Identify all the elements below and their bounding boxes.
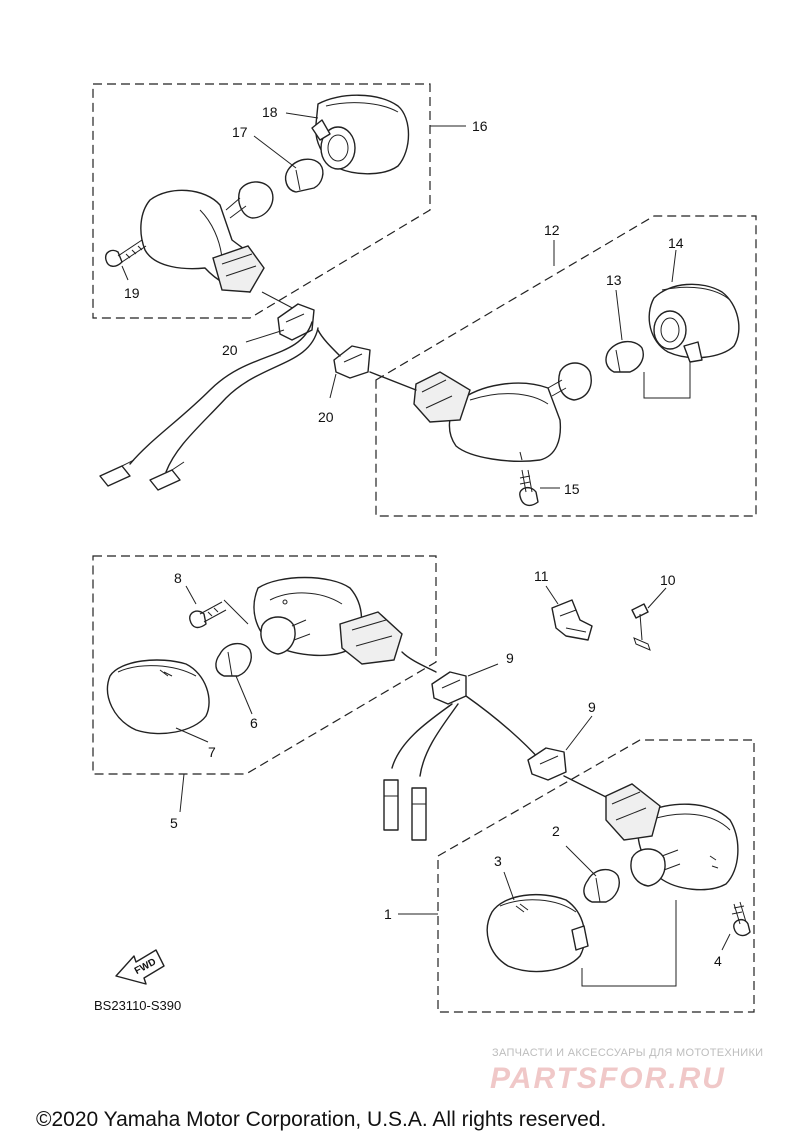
callout-18: 18 xyxy=(262,104,278,120)
screw-4 xyxy=(721,901,751,951)
clamp-11 xyxy=(545,585,593,641)
assembly-16-outline xyxy=(92,83,431,319)
callout-20a: 20 xyxy=(222,342,238,358)
lens-7 xyxy=(106,659,210,735)
screw-19 xyxy=(104,239,147,267)
callout-2: 2 xyxy=(552,823,560,839)
callout-16: 16 xyxy=(472,118,488,134)
copyright-notice: ©2020 Yamaha Motor Corporation, U.S.A. A… xyxy=(36,1108,606,1131)
signal-body-5 xyxy=(253,576,403,665)
callout-20b: 20 xyxy=(318,409,334,425)
leader-lines-5 xyxy=(175,675,253,813)
callout-11: 11 xyxy=(534,568,549,584)
callout-3: 3 xyxy=(494,853,502,869)
callout-17: 17 xyxy=(232,124,248,140)
callout-1: 1 xyxy=(384,906,392,922)
leader-lines-12 xyxy=(540,240,677,489)
assembly-1-outline xyxy=(437,739,755,1013)
lens-3 xyxy=(486,894,677,987)
lens-14 xyxy=(643,283,740,399)
fwd-arrow-icon: FWD xyxy=(115,949,165,985)
assembly-5-outline xyxy=(92,555,437,775)
callout-8: 8 xyxy=(174,570,182,586)
watermark: ЗАПЧАСТИ И АКСЕССУАРЫ ДЛЯ МОТОТЕХНИКИ PA… xyxy=(490,1047,763,1095)
lens-18 xyxy=(311,94,410,175)
tie-10 xyxy=(631,587,667,651)
assembly-12-outline xyxy=(375,215,757,517)
bulb-6 xyxy=(215,643,252,677)
watermark-tagline: ЗАПЧАСТИ И АКСЕССУАРЫ ДЛЯ МОТОТЕХНИКИ xyxy=(492,1047,763,1059)
signal-body-12 xyxy=(369,362,592,462)
callout-9b: 9 xyxy=(588,699,596,715)
callout-15: 15 xyxy=(564,481,580,497)
leader-lines-1 xyxy=(398,845,597,915)
screw-8 xyxy=(185,585,249,629)
callout-6: 6 xyxy=(250,715,258,731)
watermark-brand: PARTSFOR.RU xyxy=(490,1062,726,1095)
callout-7: 7 xyxy=(208,744,216,760)
callout-4: 4 xyxy=(714,953,722,969)
callout-13: 13 xyxy=(606,272,622,288)
signal-body-16 xyxy=(140,181,274,293)
callout-14: 14 xyxy=(668,235,684,251)
signal-body-1 xyxy=(605,783,739,891)
callout-12: 12 xyxy=(544,222,560,238)
bulb-13 xyxy=(605,341,644,373)
callout-5: 5 xyxy=(170,815,178,831)
bulb-2 xyxy=(583,869,620,903)
diagram-code: BS23110-S390 xyxy=(94,998,181,1013)
callout-10: 10 xyxy=(660,572,676,588)
callout-9a: 9 xyxy=(506,650,514,666)
wiring-harness-lower xyxy=(383,651,609,841)
callout-19: 19 xyxy=(124,285,140,301)
screw-15 xyxy=(519,469,539,507)
callout-labels: 16 18 17 19 20 20 12 13 14 15 8 11 10 9 … xyxy=(124,104,722,969)
wiring-harness-upper xyxy=(99,303,371,491)
